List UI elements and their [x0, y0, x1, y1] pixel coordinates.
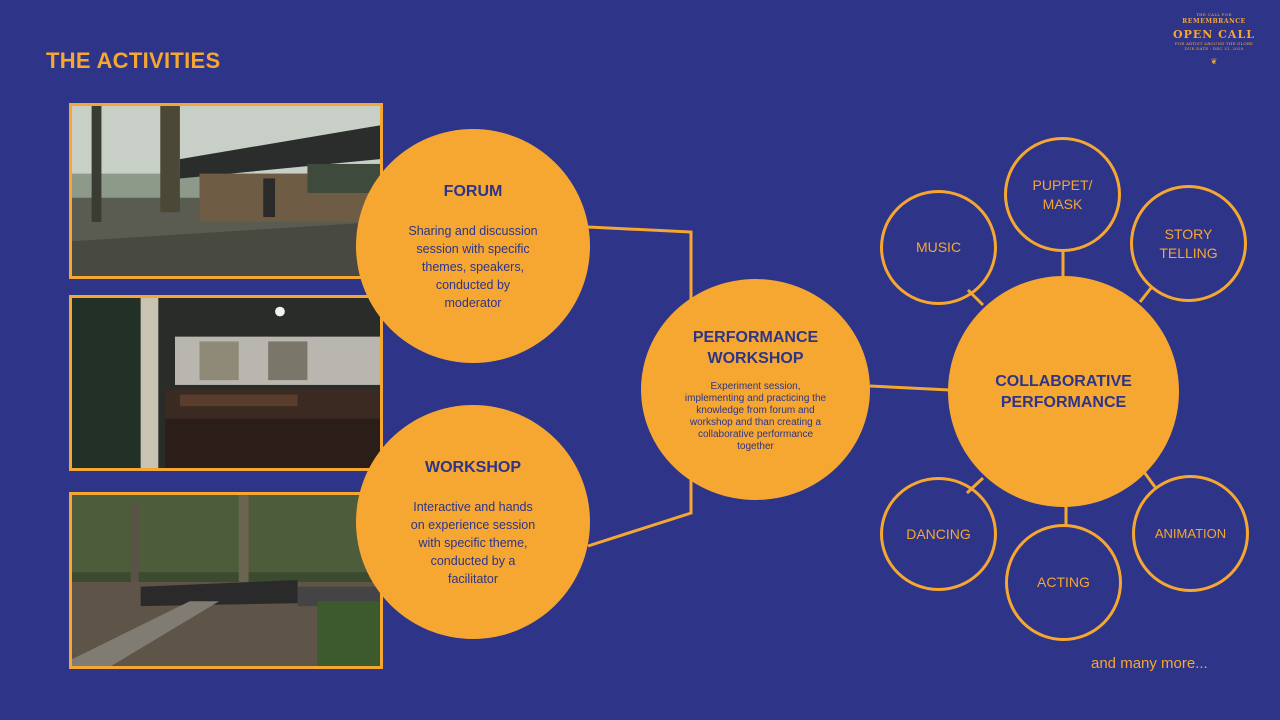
music-circle: MUSIC [880, 190, 997, 305]
forum-pavilion-photo [69, 103, 383, 279]
forum-description: Sharing and discussion session with spec… [408, 223, 538, 310]
animation-label: ANIMATION [1154, 526, 1227, 541]
workshop-hall-photo [69, 295, 383, 471]
workshop-title: WORKSHOP [425, 458, 521, 476]
performance-workshop-title: PERFORMANCE WORKSHOP [692, 328, 819, 367]
performance-workshop-description: Experiment session, implementing and pra… [684, 380, 827, 452]
animation-spoke [1142, 471, 1157, 488]
workshop-description: Interactive and hands on experience sess… [410, 499, 536, 586]
collaborative-title: COLLABORATIVE PERFORMANCE [995, 372, 1132, 411]
logo-top-line: THE CALL FOR [1196, 12, 1232, 17]
open-call-logo: THE CALL FOR REMEMBRANCE OPEN CALL FOR A… [1166, 10, 1262, 72]
page-title: THE ACTIVITIES [46, 48, 221, 73]
forum-circle: FORUM Sharing and discussion session wit… [356, 129, 590, 363]
logo-sub-2: DUE DATE : DEC 31, 2020 [1184, 46, 1244, 51]
dancing-circle: DANCING [880, 477, 997, 591]
animation-circle: ANIMATION [1132, 475, 1249, 592]
logo-word: REMEMBRANCE [1182, 18, 1246, 25]
puppet-mask-label: PUPPET/ MASK [1032, 176, 1093, 212]
puppet-mask-circle: PUPPET/ MASK [1004, 137, 1121, 252]
garden-stage-photo [69, 492, 383, 669]
pw-to-collab-line [869, 384, 951, 392]
music-label: MUSIC [915, 239, 962, 255]
and-many-more-note: and many more... [1091, 655, 1208, 672]
performance-workshop-circle: PERFORMANCE WORKSHOP Experiment session,… [641, 279, 870, 500]
dancing-label: DANCING [906, 525, 971, 542]
acting-label: ACTING [1037, 574, 1090, 590]
logo-sub-1: FOR ARTIST AROUND THE GLOBE [1174, 41, 1254, 46]
forum-title: FORUM [443, 182, 503, 200]
acting-circle: ACTING [1005, 524, 1122, 641]
logo-mark-icon: ❦ [1210, 57, 1218, 66]
story-spoke [1138, 287, 1153, 303]
story-telling-label: STORY TELLING [1159, 225, 1218, 261]
workshop-circle: WORKSHOP Interactive and hands on experi… [356, 405, 590, 639]
story-telling-circle: STORY TELLING [1130, 185, 1247, 302]
logo-main: OPEN CALL [1173, 28, 1255, 41]
collaborative-performance-circle: COLLABORATIVE PERFORMANCE [948, 276, 1179, 507]
